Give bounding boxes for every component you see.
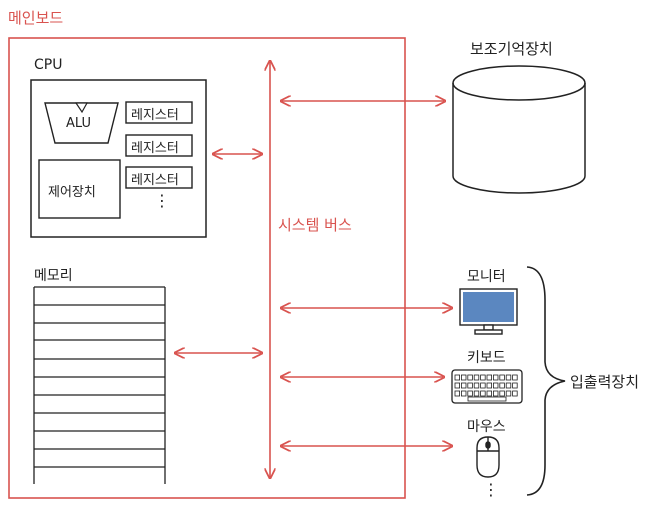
mouse-label: 마우스 — [467, 419, 506, 435]
alu-label: ALU — [66, 116, 92, 131]
monitor-label: 모니터 — [467, 269, 506, 285]
keyboard-key — [499, 382, 505, 389]
monitor-icon — [459, 288, 518, 335]
register-box — [125, 101, 193, 124]
keyboard-key — [486, 374, 492, 381]
storage-icon — [452, 65, 586, 194]
keyboard-key — [454, 390, 460, 397]
io-brace — [526, 266, 566, 496]
keyboard-key — [512, 390, 518, 397]
keyboard-key — [467, 382, 473, 389]
keyboard-key — [460, 382, 467, 389]
keyboard-key — [480, 390, 486, 397]
keyboard-icon — [451, 369, 523, 404]
register-box — [125, 134, 193, 157]
keyboard-key — [499, 390, 505, 397]
io-group-label: 입출력장치 — [570, 373, 640, 391]
keyboard-key — [473, 382, 480, 389]
register-label: 레지스터 — [131, 173, 179, 188]
keyboard-key — [460, 374, 467, 381]
cpu-label: CPU — [34, 57, 63, 73]
keyboard-key — [512, 382, 518, 389]
mainboard-frame — [8, 37, 406, 499]
keyboard-key — [505, 390, 512, 397]
keyboard-key — [460, 390, 467, 397]
io-more: ⋮ — [483, 480, 499, 499]
keyboard-key — [473, 374, 480, 381]
mouse-icon — [476, 436, 500, 478]
keyboard-key — [486, 390, 492, 397]
cpu-box — [30, 79, 207, 238]
keyboard-key — [480, 374, 486, 381]
keyboard-key — [454, 382, 460, 389]
keyboard-key — [473, 390, 480, 397]
keyboard-key — [467, 374, 473, 381]
storage-label: 보조기억장치 — [470, 40, 553, 58]
keyboard-key — [505, 382, 512, 389]
control-unit-box — [38, 159, 121, 219]
register-label: 레지스터 — [131, 141, 179, 156]
control-unit-label: 제어장치 — [48, 185, 96, 200]
keyboard-key — [512, 374, 518, 381]
registers-more: ⋮ — [154, 191, 170, 210]
memory-label: 메모리 — [34, 268, 73, 284]
keyboard-key — [499, 374, 505, 381]
register-label: 레지스터 — [131, 108, 179, 123]
memory-block — [33, 286, 166, 484]
keyboard-key — [467, 390, 473, 397]
keyboard-key — [486, 382, 492, 389]
keyboard-key — [505, 374, 512, 381]
keyboard-key — [454, 374, 460, 381]
mainboard-label: 메인보드 — [8, 9, 64, 27]
keyboard-key — [480, 382, 486, 389]
system-bus-label: 시스템 버스 — [278, 216, 352, 234]
keyboard-key — [492, 390, 499, 397]
keyboard-spacebar — [467, 396, 507, 402]
alu-shape — [44, 102, 119, 144]
keyboard-label: 키보드 — [467, 350, 506, 366]
keyboard-key — [492, 382, 499, 389]
keyboard-key — [492, 374, 499, 381]
register-box — [125, 166, 193, 189]
